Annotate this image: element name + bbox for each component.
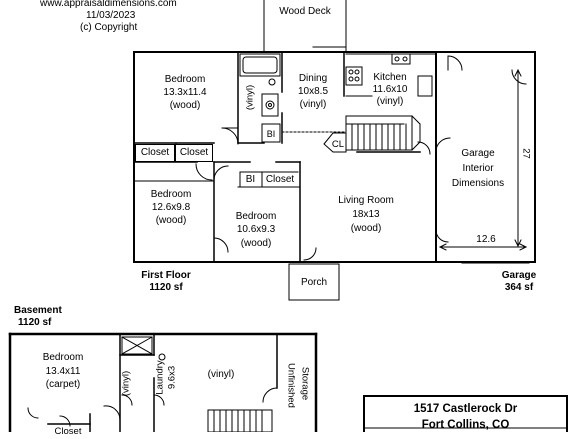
garage-interior-line3: Dimensions [451, 178, 505, 189]
garage-outer-walls [435, 51, 536, 263]
porch-label: Porch [300, 277, 328, 288]
bedroom-left-size: 12.6x9.8 [151, 202, 191, 213]
living-room-size: 18x13 [352, 209, 380, 220]
garage-depth-label: 27 [520, 148, 532, 159]
center-closet-label: Closet [265, 174, 295, 185]
garage-interior-line1: Garage [461, 148, 495, 159]
bedroom-left-name: Bedroom [150, 189, 192, 200]
garage-label: Garage [501, 270, 537, 281]
living-room-floor: (wood) [350, 223, 382, 234]
kitchen-name: Kitchen [373, 72, 407, 83]
laundry-name: Laundry [154, 360, 166, 395]
closet-right-label: Closet [175, 144, 213, 162]
bedroom-main-floor: (wood) [169, 100, 201, 111]
dining-floor: (vinyl) [299, 99, 327, 110]
bedroom-center-floor: (wood) [240, 238, 272, 249]
first-floor-stairs [345, 115, 421, 151]
basement-interior-walls [47, 333, 278, 432]
address-street: 1517 Castlerock Dr [413, 403, 518, 415]
date-text: 11/03/2023 [86, 10, 136, 21]
website-text: www.appraisaldimensions.com [40, 0, 177, 9]
basement-bedroom-size: 13.4x11 [45, 366, 81, 377]
cl-label: CL [331, 139, 345, 150]
copyright-text: (c) Copyright [80, 22, 138, 33]
wood-deck-label: Wood Deck [279, 6, 331, 17]
unfinished-label: Unfinished [285, 363, 297, 408]
first-floor-interior-walls [133, 51, 421, 263]
basement-main-vinyl-label: (vinyl) [207, 369, 235, 380]
address-box-outline [363, 395, 568, 432]
address-city: Fort Collins, CO [421, 419, 510, 431]
bath-fixtures [239, 53, 281, 143]
door-swings [195, 55, 527, 261]
bedroom-main-name: Bedroom [164, 74, 206, 85]
dining-size: 10x8.5 [297, 86, 329, 97]
kitchen-size: 11.6x10 [372, 84, 408, 95]
first-floor-area: 1120 sf [149, 282, 183, 293]
basement-closet-label: Closet [54, 426, 82, 437]
basement-outer-walls [8, 332, 318, 432]
bath-bi-label: BI [266, 129, 276, 139]
center-bi-label: BI [245, 174, 256, 185]
laundry-size: 9.6x3 [166, 365, 178, 390]
bedroom-left-floor: (wood) [155, 215, 187, 226]
porch-outline [288, 263, 340, 301]
living-room-name: Living Room [338, 195, 394, 206]
bedroom-center-name: Bedroom [235, 211, 277, 222]
closet-left-label: Closet [135, 144, 175, 162]
basement-stairs [207, 409, 273, 432]
garage-interior-line2: Interior [462, 163, 494, 174]
kitchen-floor: (vinyl) [376, 96, 404, 107]
garage-width-label: 12.6 [476, 234, 496, 245]
first-floor-outer-walls [133, 51, 437, 263]
basement-area: 1120 sf [18, 317, 52, 328]
bedroom-main-size: 13.3x11.4 [163, 87, 207, 98]
storage-label: Storage [299, 366, 311, 401]
wood-deck-outline [263, 0, 347, 53]
basement-label: Basement [14, 305, 62, 316]
bath-vinyl-label: (vinyl) [244, 84, 256, 111]
basement-bath-vinyl-label: (vinyl) [120, 370, 132, 397]
basement-bedroom-floor: (carpet) [45, 379, 81, 390]
basement-bedroom-name: Bedroom [42, 352, 84, 363]
kitchen-fixtures [345, 53, 437, 97]
garage-area: 364 sf [504, 282, 534, 293]
first-floor-label: First Floor [141, 270, 191, 281]
garage-dimension-lines [438, 68, 528, 251]
bedroom-center-size: 10.6x9.3 [236, 224, 276, 235]
basement-fixtures [27, 336, 278, 427]
dining-name: Dining [298, 73, 328, 84]
